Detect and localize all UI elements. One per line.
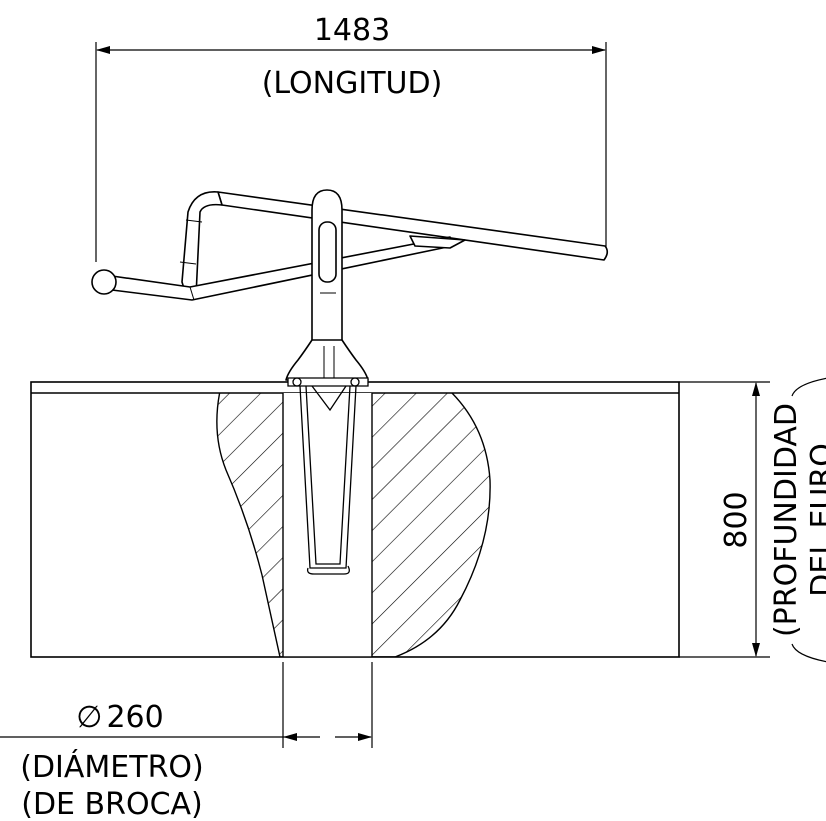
anchor-cage — [287, 377, 369, 575]
depth-label-line2: DEL EURO — [805, 443, 826, 597]
base-flange — [285, 339, 369, 381]
depth-label-line1: (PROFUNDIDAD — [769, 403, 804, 637]
bore-hole — [282, 393, 373, 657]
brace-tip — [409, 235, 466, 249]
diameter-dimension — [0, 662, 373, 748]
end-knob — [91, 269, 117, 295]
depth-label-bracket — [791, 377, 826, 663]
concrete-footing — [216, 393, 491, 657]
diameter-value: ∅260 — [76, 700, 163, 735]
top-bar-bend — [181, 191, 223, 297]
length-value: 1483 — [314, 13, 390, 48]
apparatus — [91, 189, 609, 381]
lower-bar — [111, 236, 453, 301]
depth-dimension — [679, 377, 826, 663]
diameter-label-line2: (DE BROCA) — [21, 787, 203, 821]
post-slot — [318, 221, 337, 283]
depth-value: 800 — [719, 491, 754, 548]
length-label: (LONGITUD) — [262, 66, 443, 101]
diameter-label-line1: (DIÁMETRO) — [20, 749, 204, 785]
length-dimension — [95, 42, 607, 262]
